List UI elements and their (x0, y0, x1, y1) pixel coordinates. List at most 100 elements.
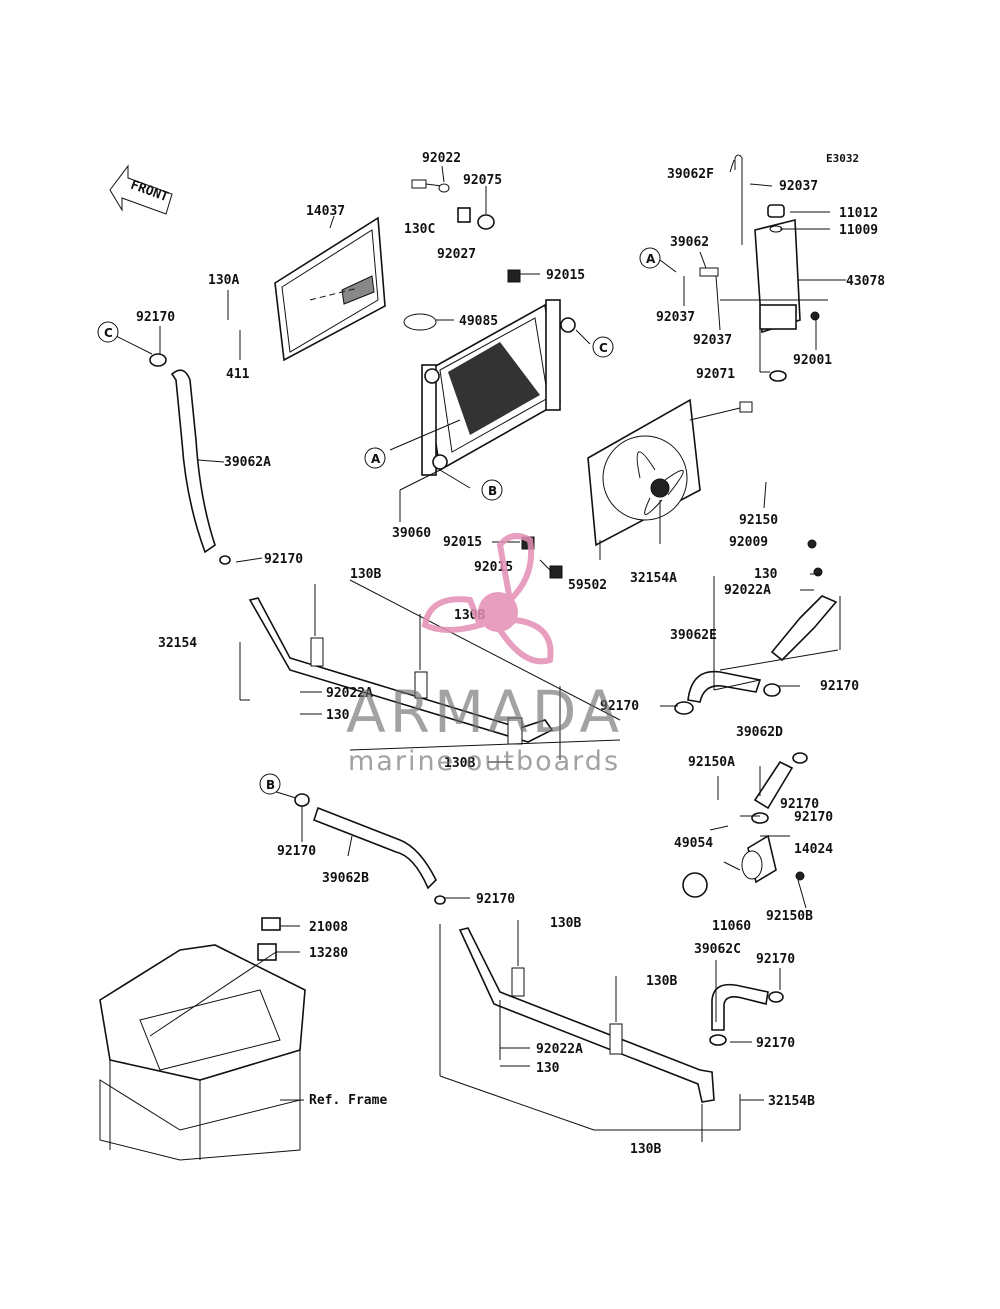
frame-reference (99, 917, 306, 1161)
label-92022A-a: 92022A (724, 583, 771, 598)
label-92071: 92071 (696, 367, 735, 382)
label-92022A-b: 92022A (326, 686, 373, 701)
label-11060: 11060 (712, 919, 751, 934)
watermark: ARMADA marine outboards (346, 533, 623, 777)
label-92150B: 92150B (766, 909, 813, 924)
coolant-reservoir (699, 154, 820, 382)
callout-c-right-label: C (599, 341, 608, 355)
label-130C: 130C (404, 222, 435, 237)
coolant-pipe-32154 (219, 555, 554, 745)
callout-a-right-label: A (646, 252, 656, 266)
label-92037-mid: 92037 (693, 333, 732, 348)
watermark-brand: ARMADA (346, 678, 623, 746)
label-92075: 92075 (463, 173, 502, 188)
label-92037-top: 92037 (779, 179, 818, 194)
label-92022A-c: 92022A (536, 1042, 583, 1057)
label-92001: 92001 (793, 353, 832, 368)
coolant-pipe-32154A (763, 539, 838, 697)
clamp-92170-c (149, 353, 167, 367)
coolant-pipe-32154B (434, 895, 715, 1103)
label-92022: 92022 (422, 151, 461, 166)
label-92170-lower: 92170 (476, 892, 515, 907)
callout-c-right (592, 336, 614, 358)
label-39062D: 39062D (736, 725, 783, 740)
radiator-fan (587, 398, 753, 547)
callout-b-upper (481, 479, 503, 501)
callout-a-right (639, 247, 661, 269)
label-130A: 130A (208, 273, 239, 288)
label-130B-lower1: 130B (550, 916, 581, 931)
callout-b-upper-label: B (488, 484, 497, 498)
label-ref-frame: Ref. Frame (309, 1093, 387, 1108)
label-130-b: 130 (326, 708, 350, 723)
label-411: 411 (226, 367, 250, 382)
radiator-screen (274, 216, 386, 362)
label-92027: 92027 (437, 247, 476, 262)
label-130B-lower2: 130B (646, 974, 677, 989)
label-92150A: 92150A (688, 755, 735, 770)
callout-c-left (97, 321, 119, 343)
watermark-tagline: marine outboards (348, 746, 620, 777)
callout-c-left-label: C (104, 326, 113, 340)
label-92009: 92009 (729, 535, 768, 550)
thermostat-49054 (682, 872, 708, 898)
label-130-c: 130 (536, 1061, 560, 1076)
label-39060: 39060 (392, 526, 431, 541)
label-130-a: 130 (754, 567, 778, 582)
label-92170-upper: 92170 (264, 552, 303, 567)
label-14037: 14037 (306, 204, 345, 219)
label-39062B: 39062B (322, 871, 369, 886)
radiator (403, 269, 576, 579)
hose-39062D (753, 760, 794, 810)
label-39062A: 39062A (224, 455, 271, 470)
clamp-92170-center (674, 701, 694, 715)
label-39062E: 39062E (670, 628, 717, 643)
propeller-logo-icon (421, 533, 554, 665)
label-130B-bottom: 130B (630, 1142, 661, 1157)
radiator-cap-49085 (403, 313, 437, 331)
label-130B-upper: 130B (350, 567, 381, 582)
label-92170-c2: 92170 (756, 1036, 795, 1051)
label-59502: 59502 (568, 578, 607, 593)
callout-b-lower-label: B (266, 778, 275, 792)
front-arrow-icon: FRONT (109, 164, 173, 215)
label-39062: 39062 (670, 235, 709, 250)
label-92170-d2: 92170 (794, 810, 833, 825)
hose-39062B (313, 806, 437, 890)
hose-39062C (711, 983, 769, 1031)
hose-39062A (170, 369, 216, 554)
label-43078: 43078 (846, 274, 885, 289)
label-92015-mid: 92015 (443, 535, 482, 550)
label-130B-low: 130B (444, 756, 475, 771)
diagram-code: E3032 (826, 152, 859, 165)
radiator-top-fasteners (411, 179, 495, 230)
part-labels: 14037 92022 92075 130C 92027 92015 49085… (136, 151, 885, 1157)
label-49054: 49054 (674, 836, 713, 851)
label-92150: 92150 (739, 513, 778, 528)
label-92170-c: 92170 (136, 310, 175, 325)
label-32154A: 32154A (630, 571, 677, 586)
callout-a-left-label: A (371, 452, 381, 466)
label-92015-top: 92015 (546, 268, 585, 283)
label-92170-b: 92170 (277, 844, 316, 859)
hose-39062E (687, 670, 762, 703)
label-11012: 11012 (839, 206, 878, 221)
callout-circles: C C A A B B (97, 247, 661, 795)
label-92170-c1: 92170 (756, 952, 795, 967)
label-49085: 49085 (459, 314, 498, 329)
label-39062F: 39062F (667, 167, 714, 182)
label-39062C: 39062C (694, 942, 741, 957)
label-13280: 13280 (309, 946, 348, 961)
label-11009: 11009 (839, 223, 878, 238)
label-32154: 32154 (158, 636, 197, 651)
label-92170-right: 92170 (820, 679, 859, 694)
label-21008: 21008 (309, 920, 348, 935)
label-14024: 14024 (794, 842, 833, 857)
label-32154B: 32154B (768, 1094, 815, 1109)
label-92170-center: 92170 (600, 699, 639, 714)
label-92170-d1: 92170 (780, 797, 819, 812)
callout-a-left (364, 447, 386, 469)
label-92037-left: 92037 (656, 310, 695, 325)
